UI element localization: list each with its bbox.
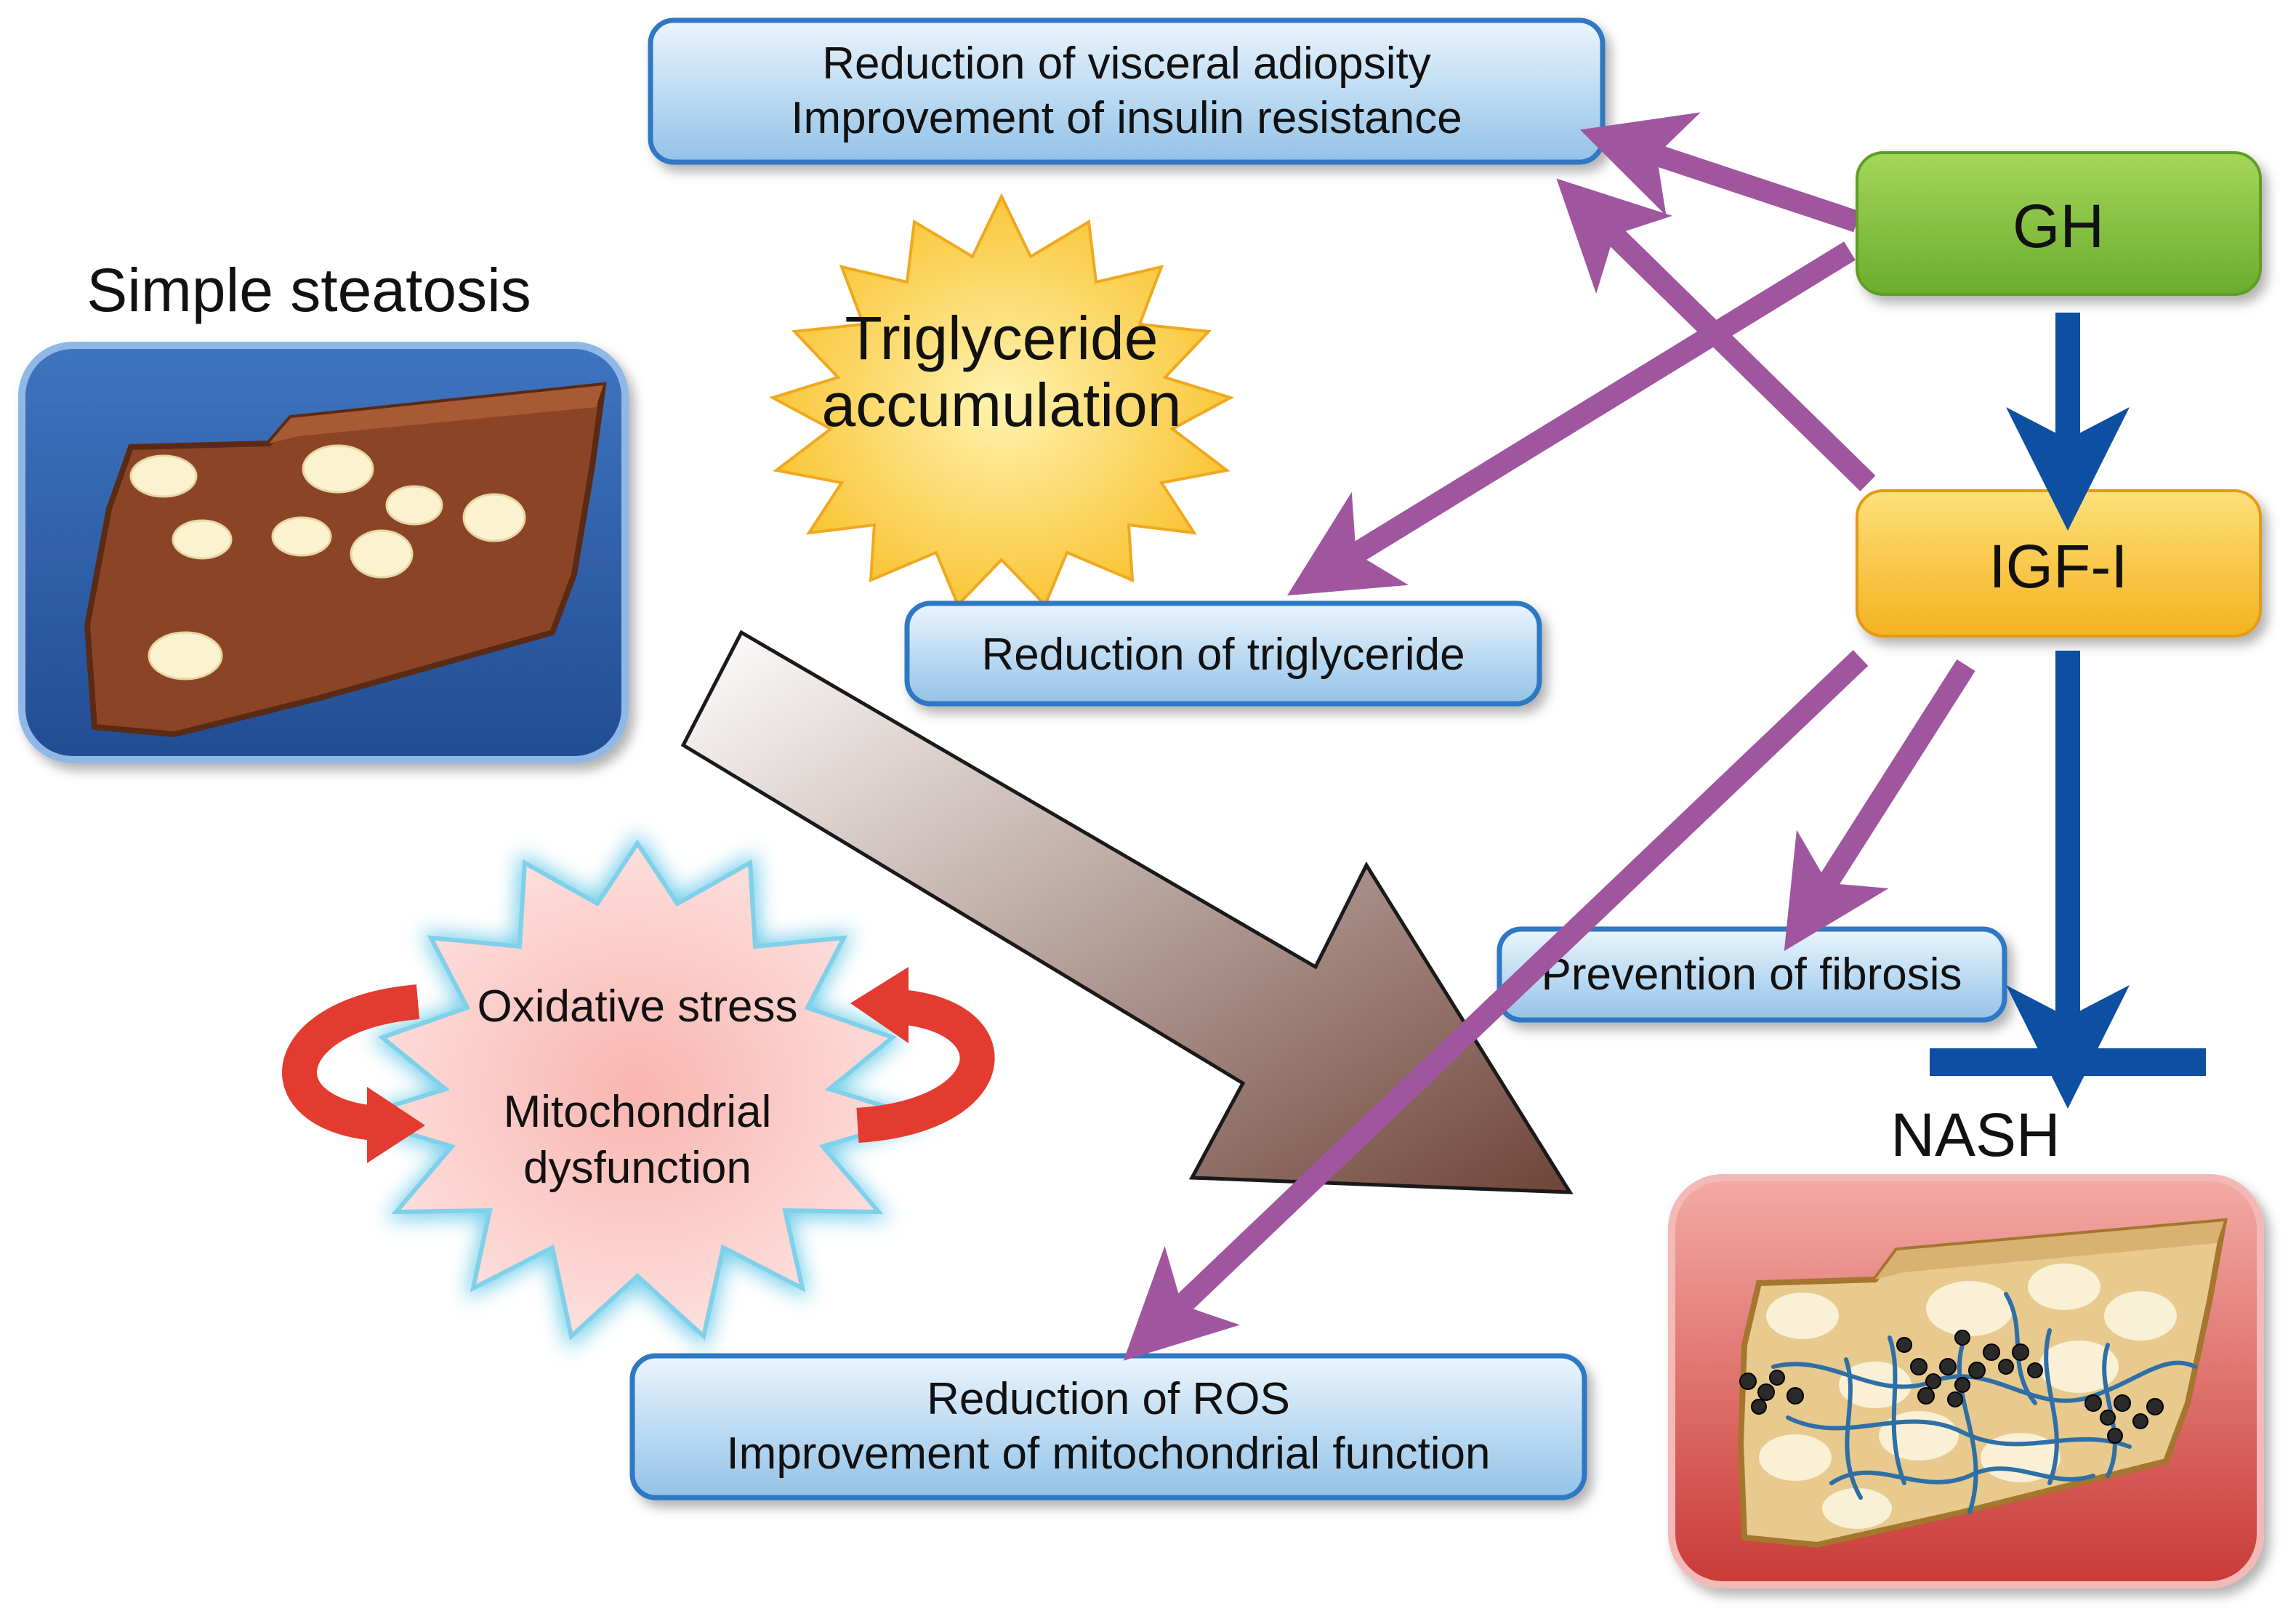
ros-box-line1: Reduction of ROS (927, 1374, 1290, 1424)
fibrosis-box-line1: Prevention of fibrosis (1542, 949, 1962, 1000)
triglyceride-starburst (768, 193, 1235, 608)
cycle-arrow-left (282, 984, 425, 1163)
inflammatory-cells (1739, 1330, 2164, 1444)
nash-title: NASH (1890, 1101, 2060, 1169)
gh-label: GH (2013, 192, 2104, 260)
mitochondrial-label-line2: dysfunction (523, 1143, 752, 1193)
mitochondrial-label-line1: Mitochondrial (504, 1087, 772, 1137)
fibrosis-box (1497, 926, 2007, 1023)
progression-arrow (680, 630, 1574, 1194)
triglyceride-box-line1: Reduction of triglyceride (981, 630, 1465, 680)
arrow-gh-to-visceral (1579, 112, 1861, 233)
ros-box (629, 1353, 1587, 1500)
oxidative-stress-label: Oxidative stress (477, 981, 797, 1032)
healthy-liver-icon (84, 382, 607, 738)
simple-steatosis-title: Simple steatosis (86, 256, 531, 324)
igf1-label: IGF-I (1989, 532, 2127, 600)
arrow-igf-to-fibrosis (1784, 659, 1975, 952)
arrow-igf-to-ros (1123, 650, 1869, 1361)
gh-box (1856, 151, 2262, 296)
visceral-box-line1: Reduction of visceral adiopsity (822, 39, 1430, 89)
fat-droplets (129, 444, 526, 680)
triglyceride-label-line2: accumulation (822, 371, 1182, 439)
arrow-gh-to-triglyceride (1287, 241, 1856, 596)
triglyceride-box (904, 600, 1542, 707)
visceral-box (648, 17, 1606, 165)
oxidative-stress-starburst (347, 839, 928, 1341)
cycle-arrow-right (850, 967, 995, 1143)
pathway-arrows (1123, 112, 1975, 1361)
triglyceride-label-line1: Triglyceride (845, 304, 1159, 372)
arrow-igf-to-visceral (1556, 178, 1876, 491)
fibrotic-liver-icon (1737, 1218, 2228, 1548)
visceral-box-line2: Improvement of insulin resistance (791, 93, 1462, 143)
inhibition-bar (1930, 1048, 2206, 1076)
ros-box-line2: Improvement of mitochondrial function (726, 1429, 1490, 1479)
